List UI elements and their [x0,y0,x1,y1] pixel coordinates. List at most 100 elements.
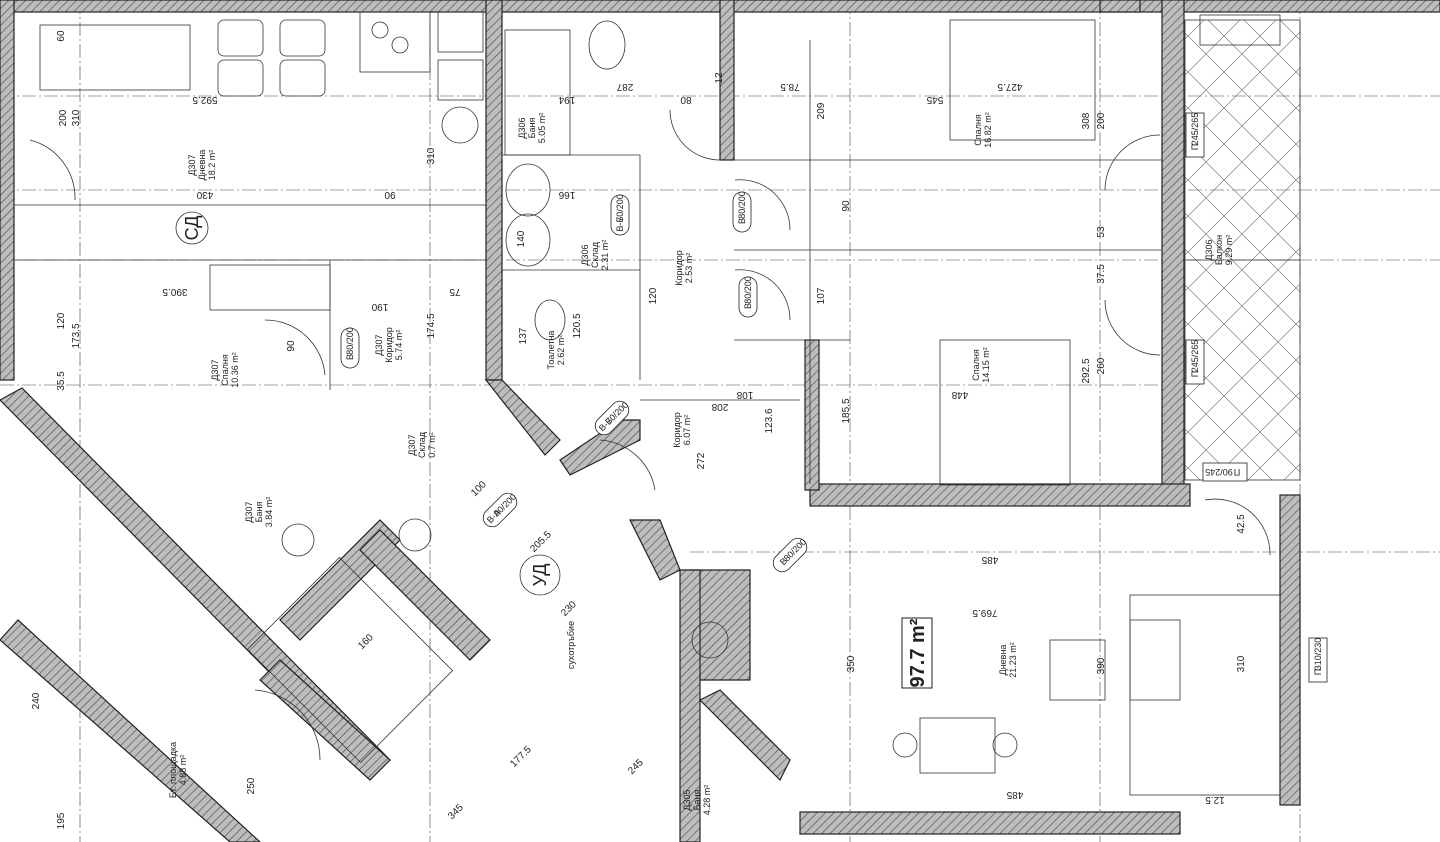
marks: СД УД 97.7 m² сухотръбие [175,211,933,689]
room-name: Баня [692,790,702,811]
room-label-bath-307: Д307 Баня 3.84 m² [244,497,274,528]
dimension-label: 350 [846,655,857,672]
room-label-corridor-307: Д307 Коридор 5.74 m² [374,327,404,363]
room-labels: Д307 Дневна 18.2 m² Д307 Спалня 10.36 m²… [168,112,1234,815]
svg-text:В: В [345,354,355,360]
svg-text:П: П [1234,467,1240,477]
dimension-label: 160 [356,632,376,652]
room-area: 6.07 m² [682,415,692,446]
dimension-label: 390.5 [162,286,187,297]
opening-tag: В 80/200 [738,276,758,318]
room-name: Коридор [674,250,684,286]
door-swings [29,109,1271,761]
room-area: 2.31 m² [600,240,610,271]
dimension-label: 42.5 [1236,514,1247,534]
room-name: Тоалетна [546,331,556,370]
room-code: Д307 [407,434,417,455]
dimension-label: 60 [56,30,67,42]
svg-text:П: П [1190,144,1200,150]
room-name: Ет. площадка [168,742,178,798]
room-area: 2.62 m² [556,335,566,366]
dimension-label: 177.5 [508,744,534,770]
dimension-label: 310 [426,147,437,164]
room-area: 5.05 m² [537,113,547,144]
room-label-bath-306: Д306 Баня 5.05 m² [517,113,547,144]
svg-text:В-Б: В-Б [615,216,625,231]
opening-tag: П 245/265 [1185,112,1205,158]
dimension-label: 90 [384,189,396,200]
dimension-label: 140 [516,230,527,247]
svg-text:310/230: 310/230 [1313,638,1323,671]
room-area: 21.23 m² [1008,642,1018,678]
dimension-label: 137 [518,327,529,344]
svg-text:80/200: 80/200 [737,191,747,219]
svg-text:90/245: 90/245 [1205,467,1233,477]
room-label-bedroom-307: Д307 Спалня 10.36 m² [210,352,240,388]
dimension-label: 240 [31,692,42,709]
dimension-label: 430 [196,189,213,200]
room-label-balcony-306: Д306 Балкон 9.29 m² [1204,235,1234,266]
room-name: Склад [590,241,600,268]
dimension-label: 345 [446,802,466,822]
room-label-corridor-b: Коридор 6.07 m² [672,412,692,448]
room-code: Д305 [682,789,692,810]
dimension-label: 75 [449,286,461,297]
dimension-label: 120 [56,312,67,329]
mark-ud: УД [530,564,550,587]
dimension-label: 427.5 [997,81,1022,92]
dimension-label: 205.5 [528,529,554,555]
dimension-label: 100 [469,479,489,499]
room-label-storage-306: Д306 Склад 2.31 m² [580,240,610,271]
svg-text:В: В [743,303,753,309]
room-area: 9.29 m² [1224,235,1234,266]
dimension-label: 194 [558,94,575,105]
dimension-label: 190 [371,301,388,312]
room-area: 18.2 m² [207,150,217,181]
room-code: Д306 [580,244,590,265]
opening-tags: В 80/200 В 80/200 В 80/200 В-Б 70/200 В-… [340,112,1328,683]
room-name: Дневна [998,645,1008,676]
dimension-label: 174.5 [426,313,437,338]
room-name: Склад [417,431,427,458]
svg-text:245/265: 245/265 [1190,113,1200,146]
dimension-label: 390 [1096,657,1107,674]
room-code: Д307 [187,154,197,175]
dimension-label: 12.5 [1205,794,1225,805]
dimension-label: 250 [246,777,257,794]
dimension-label: 35.5 [56,371,67,391]
total-area: 97.7 m² [907,618,929,687]
dimension-label: 292.5 [1081,358,1092,383]
room-area: 2.53 m² [684,253,694,284]
mark-sd: СД [182,216,202,241]
room-name: Баня [527,118,537,139]
dimension-label: 448 [951,389,968,400]
svg-text:80/200: 80/200 [345,327,355,355]
opening-tag: П 310/230 [1308,637,1328,683]
dimension-label: 209 [816,102,827,119]
room-code: Д306 [1204,239,1214,260]
furniture [39,11,1281,796]
dimension-label: 485 [981,554,998,565]
dimension-label: 545 [926,94,943,105]
room-area: 4.28 m² [702,785,712,816]
room-name: Коридор [672,412,682,448]
dimension-label: 185.5 [841,398,852,423]
dimension-label: 310 [71,109,82,126]
room-label-corridor-a: Коридор 2.53 m² [674,250,694,286]
room-area: 16.82 m² [983,112,993,148]
dimension-label: 37.5 [1096,264,1107,284]
dimension-label: 245 [626,757,646,777]
room-name: Дневна [197,150,207,181]
dimension-label: 90 [841,200,852,212]
dimension-label: 166 [558,189,575,200]
room-code: Д306 [517,117,527,138]
room-label-bath-305: Д305 Баня 4.28 m² [682,785,712,816]
dimension-label: 195 [56,812,67,829]
room-label-living-b: Дневна 21.23 m² [998,642,1018,678]
dimension-label: 200 [58,109,69,126]
opening-tag: В 80/200 [772,537,808,573]
dimension-label: 592.5 [192,94,217,105]
opening-tag: П 245/265 [1185,339,1205,385]
room-name: Балкон [1214,235,1224,265]
